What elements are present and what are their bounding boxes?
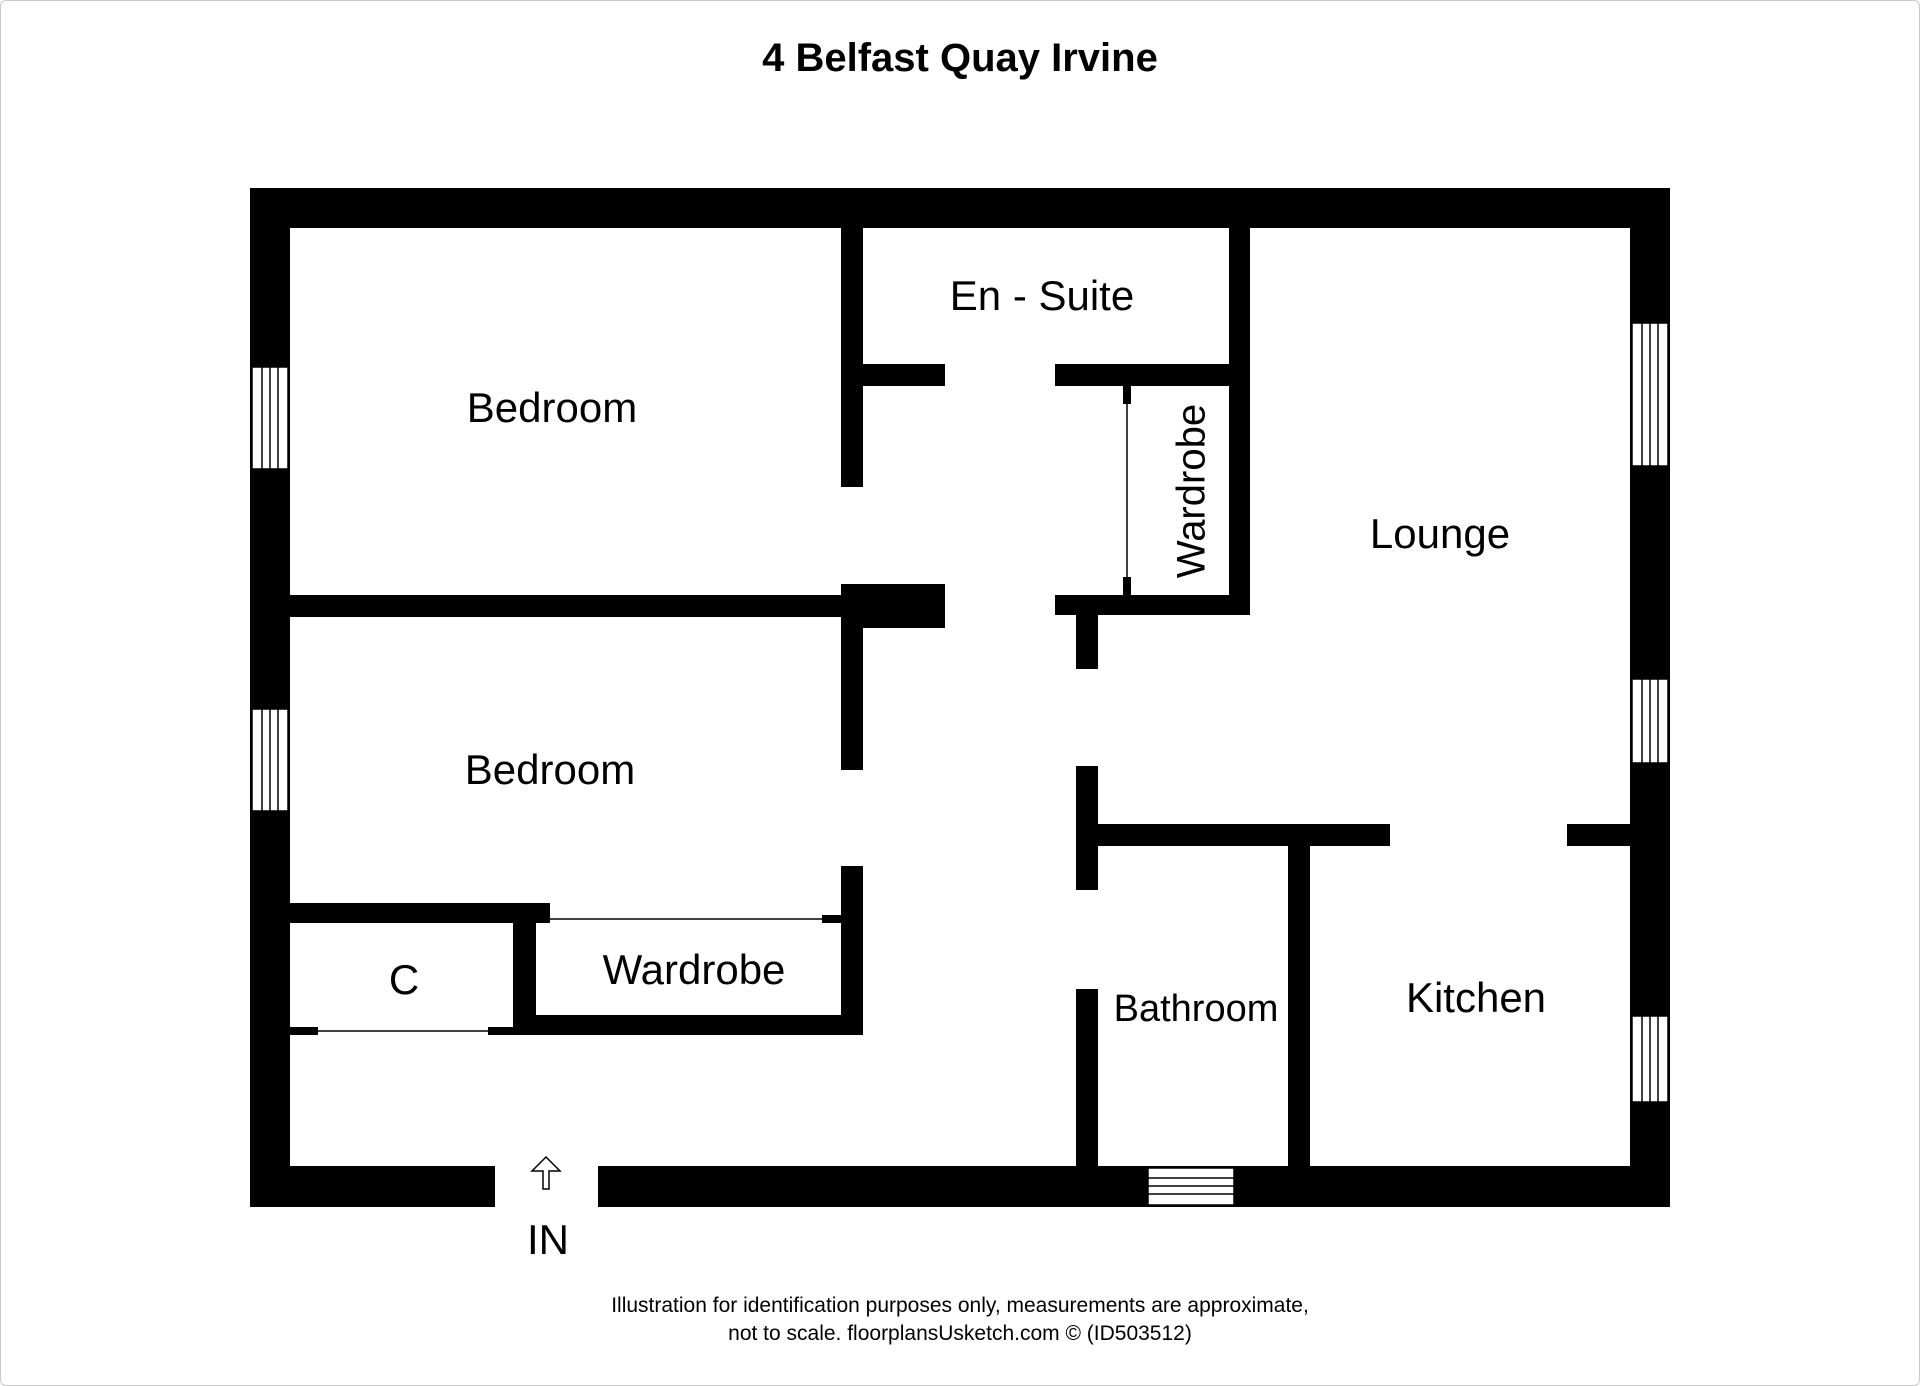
room-label-kitchen: Kitchen — [1406, 974, 1546, 1021]
room-label-wardrobe-1: Wardrobe — [1170, 404, 1214, 578]
entrance-label: IN — [527, 1216, 569, 1263]
interior-walls — [290, 228, 1630, 1166]
wall-wardrobe-left-stub — [1123, 386, 1131, 404]
wall-cupboard-bottom-left — [290, 1027, 318, 1035]
wall-bathroom-kitchen — [1288, 842, 1310, 1166]
wall-wardrobe-left-stub-2 — [1123, 577, 1131, 595]
outer-walls — [250, 188, 1670, 1207]
wall-cupboard-bottom-right — [488, 1027, 513, 1035]
window-lounge-lower — [1631, 678, 1669, 764]
room-label-bathroom: Bathroom — [1114, 988, 1279, 1030]
wall-kitchen-stub — [1567, 824, 1630, 846]
wall-bathroom-left-lower — [1076, 989, 1098, 1166]
wall-bed2-right-lower — [841, 866, 863, 1035]
windows — [251, 322, 1669, 1206]
wall-wardrobe2-bottom — [536, 1015, 863, 1035]
wall-bathroom-top — [1098, 824, 1390, 846]
wall-bedroom-divide-thick — [841, 584, 945, 628]
window-kitchen — [1631, 1015, 1669, 1103]
wall-ensuite-bottom-left — [863, 364, 945, 386]
wall-hall-stub — [1076, 615, 1098, 669]
door-lines — [318, 404, 1128, 1032]
room-label-lounge: Lounge — [1370, 510, 1510, 557]
wall-ensuite-bottom-right — [1055, 364, 1229, 386]
wall-left — [250, 188, 290, 1207]
wall-bed2-right-upper — [841, 628, 863, 770]
wall-wardrobe2-top — [536, 903, 550, 923]
wall-wardrobe-bottom — [1055, 595, 1250, 615]
entrance-arrow-icon — [530, 1155, 562, 1190]
room-label-wardrobe-2: Wardrobe — [603, 946, 786, 993]
footer-note-line-1: Illustration for identification purposes… — [611, 1294, 1309, 1317]
wall-bottom-left — [250, 1166, 495, 1207]
wall-bottom-right — [598, 1166, 1670, 1207]
wall-bed1-ensuite-upper — [841, 228, 863, 487]
wall-ensuite-right — [1229, 228, 1250, 615]
window-bed2 — [251, 708, 289, 812]
room-label-bedroom-2: Bedroom — [465, 746, 635, 793]
plan-title: 4 Belfast Quay Irvine — [762, 36, 1158, 80]
wall-top — [250, 188, 1670, 228]
room-label-bedroom-1: Bedroom — [467, 384, 637, 431]
window-bathroom — [1147, 1167, 1235, 1206]
room-label-cupboard: C — [389, 956, 419, 1003]
window-lounge-upper — [1631, 322, 1669, 467]
wall-cupboard-top-left — [290, 903, 536, 923]
wall-bedroom-divide — [290, 595, 945, 617]
wall-cupboard-divider — [513, 903, 536, 1035]
footer-note-line-2: not to scale. floorplansUsketch.com © (I… — [728, 1322, 1192, 1345]
wall-wardrobe2-top-right — [822, 915, 841, 923]
window-bed1 — [251, 366, 289, 470]
room-label-en-suite: En - Suite — [950, 272, 1134, 319]
wall-bathroom-left-upper — [1076, 766, 1098, 890]
